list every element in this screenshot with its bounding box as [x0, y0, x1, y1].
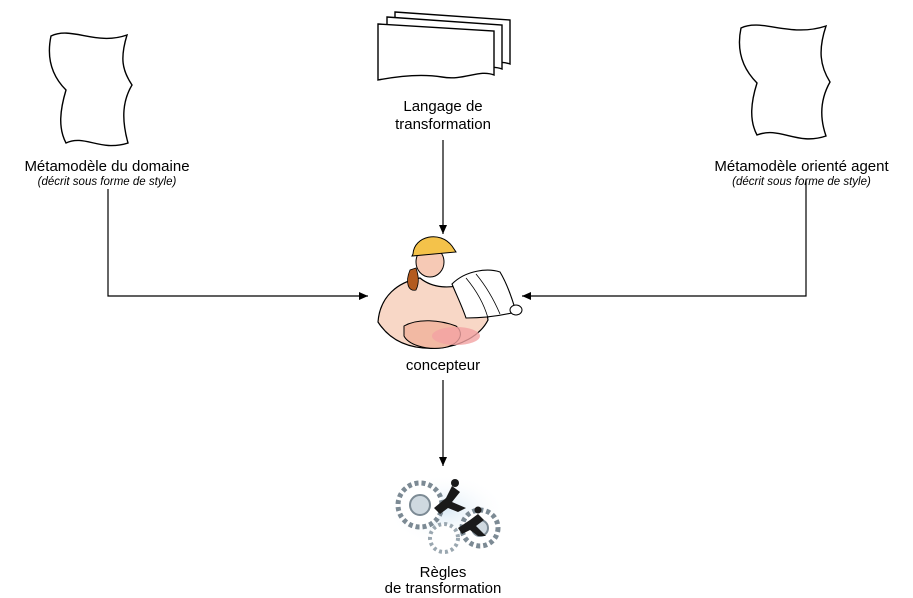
agent-metamodel-subtitle: (décrit sous forme de style): [732, 176, 871, 188]
rules-label-line2: de transformation: [384, 580, 502, 597]
language-label-line2: transformation: [395, 116, 491, 133]
designer-label: concepteur: [405, 357, 481, 374]
edge-agent-to-designer: [522, 180, 807, 300]
domain-metamodel-title: Métamodèle du domaine: [24, 158, 190, 175]
engineer-with-blueprints-icon: [377, 236, 523, 349]
domain-metamodel-subtitle: (décrit sous forme de style): [37, 176, 177, 188]
agent-metamodel-title: Métamodèle orienté agent: [714, 158, 889, 175]
stored-data-icon: [48, 32, 133, 147]
edge-domain-to-designer: [107, 189, 368, 300]
rules-label-line1: Règles: [419, 564, 467, 581]
people-on-gears-icon: [386, 474, 506, 554]
multiple-documents-icon: [377, 11, 511, 81]
connectors: [107, 140, 807, 466]
language-label-line1: Langage de: [403, 98, 483, 115]
stored-data-icon: [738, 24, 831, 140]
